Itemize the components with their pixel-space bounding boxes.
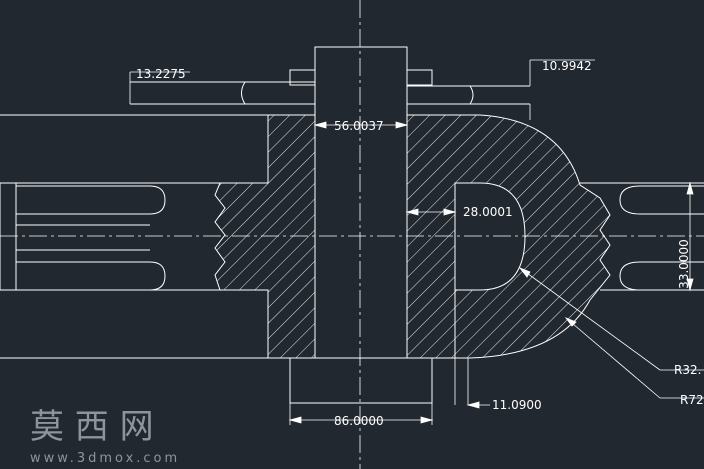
right-hub-section [407, 114, 611, 359]
dimension-small-offset: 11.0900 [492, 398, 542, 412]
central-pin [289, 46, 433, 404]
dimension-bore-width: 56.0037 [334, 119, 384, 133]
dimension-height: 33.0000 [677, 239, 691, 289]
watermark-chinese: 莫 西 网 [30, 407, 154, 447]
dimension-inner-width: 28.0001 [463, 205, 513, 219]
dimension-radius-small: R32. [674, 363, 701, 377]
left-hatched-section [214, 114, 316, 359]
side-pins [130, 81, 530, 105]
dimension-right-offset: 10.9942 [542, 59, 592, 73]
shaft-outline [0, 114, 704, 359]
dimension-radius-large: R72 [680, 393, 704, 407]
dimension-lines [129, 59, 704, 425]
dimension-left-offset: 13.2275 [136, 67, 186, 81]
dimension-base-width: 86.0000 [334, 414, 384, 428]
watermark-url: www.3dmox.com [30, 451, 180, 466]
